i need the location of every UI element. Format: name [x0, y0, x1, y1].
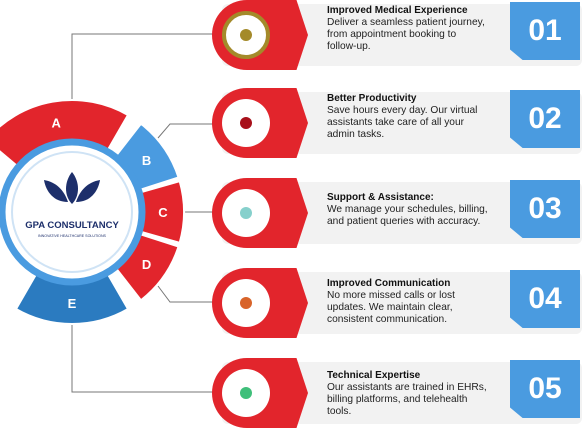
row-text: Improved Communication No more missed ca…: [327, 278, 517, 326]
row-05: Technical Expertise Our assistants are t…: [212, 358, 583, 428]
row-text: Better Productivity Save hours every day…: [327, 93, 517, 141]
row-title: Support & Assistance:: [327, 192, 434, 203]
number-badge: 05: [510, 360, 580, 418]
row-text: Support & Assistance: We manage your sch…: [327, 192, 517, 228]
row-desc-line: Save hours every day. Our virtual: [327, 105, 478, 116]
segment-label-e: E: [68, 296, 77, 311]
segment-label-d: D: [142, 257, 151, 272]
row-desc-line: follow-up.: [327, 41, 371, 52]
dot-ring: [222, 369, 270, 417]
segment-label-c: C: [158, 205, 168, 220]
segment-label-a: A: [52, 115, 62, 130]
hub-tagline: INNOVATIVE HEALTHCARE SOLUTIONS: [38, 234, 106, 238]
row-desc-line: updates. We maintain clear,: [327, 302, 453, 313]
row-desc-line: billing platforms, and telehealth: [327, 394, 468, 405]
connector-b: [157, 123, 222, 139]
dot-ring: [222, 99, 270, 147]
row-tab: [212, 358, 308, 428]
row-text: Technical Expertise Our assistants are t…: [327, 370, 517, 418]
dot-ring: [222, 279, 270, 327]
row-tab: [212, 0, 308, 70]
dot-ring: [222, 189, 270, 237]
row-title: Improved Communication: [327, 278, 451, 289]
segment-label-b: B: [142, 153, 151, 168]
dot-icon: [240, 207, 252, 219]
row-desc-line: and patient queries with accuracy.: [327, 216, 481, 227]
row-desc-line: tools.: [327, 406, 352, 417]
row-title: Better Productivity: [327, 93, 417, 104]
row-title: Technical Expertise: [327, 370, 421, 381]
row-title: Improved Medical Experience: [327, 5, 468, 16]
row-02: Better Productivity Save hours every day…: [212, 88, 583, 158]
row-tab: [212, 178, 308, 248]
row-01: Improved Medical Experience Deliver a se…: [212, 0, 583, 70]
row-desc-line: No more missed calls or lost: [327, 290, 455, 301]
hub-brand: GPA CONSULTANCY: [25, 220, 119, 231]
row-desc-line: consistent communication.: [327, 314, 448, 325]
row-desc-line: from appointment booking to: [327, 29, 457, 40]
hub: A B C D E GPA CONSULTANCY INNOVATIVE HEA…: [0, 99, 185, 325]
row-tab: [212, 88, 308, 158]
row-desc-line: Deliver a seamless patient journey,: [327, 17, 485, 28]
dot-icon: [240, 297, 252, 309]
number-badge: 01: [510, 2, 580, 60]
row-04: Improved Communication No more missed ca…: [212, 268, 583, 338]
row-desc-line: We manage your schedules, billing,: [327, 204, 488, 215]
hub-inner-ring: [11, 151, 133, 273]
dot-icon: [240, 117, 252, 129]
row-desc-line: Our assistants are trained in EHRs,: [327, 382, 487, 393]
dot-icon: [240, 387, 252, 399]
leaf-logo-icon: [44, 172, 100, 204]
number-badge: 02: [510, 90, 580, 148]
dot-ring: [222, 11, 270, 59]
row-03: Support & Assistance: We manage your sch…: [212, 178, 583, 248]
connector-d: [157, 285, 222, 303]
connector-e: [71, 320, 222, 393]
number-badge: 04: [510, 270, 580, 328]
row-desc-line: assistants take care of all your: [327, 117, 465, 128]
connector-a: [71, 33, 222, 105]
number-badge: 03: [510, 180, 580, 238]
row-text: Improved Medical Experience Deliver a se…: [327, 5, 517, 53]
dot-icon: [240, 29, 252, 41]
row-desc-line: admin tasks.: [327, 129, 385, 140]
row-tab: [212, 268, 308, 338]
